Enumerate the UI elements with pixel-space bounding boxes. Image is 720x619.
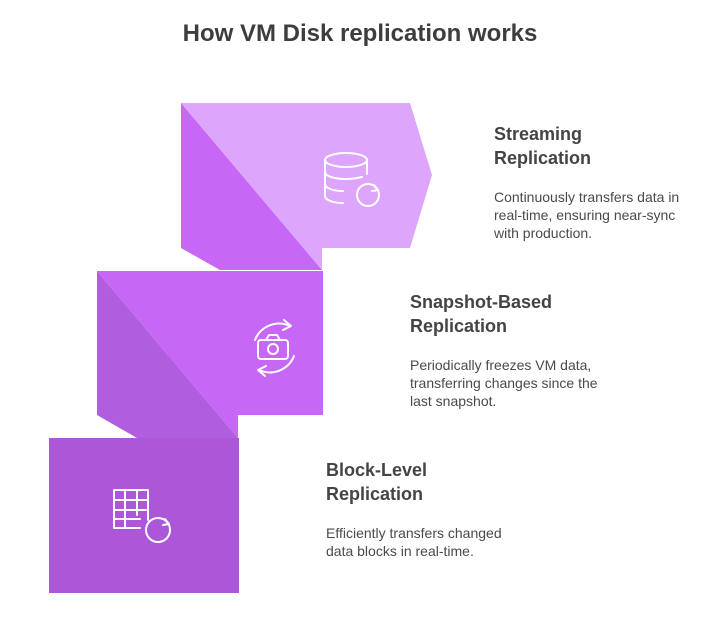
step-description: Efficiently transfers changed data block… [326,525,502,559]
camera-sync-icon [254,319,295,377]
step-description: Periodically freezes VM data, transferri… [410,357,598,409]
database-sync-icon [324,152,380,207]
step-streaming: Streaming Replication Continuously trans… [494,122,720,242]
step-title: Snapshot-Based Replication [410,292,553,336]
step1-front [181,103,432,270]
step2-front [97,271,323,438]
step-snapshot: Snapshot-Based Replication Periodically … [410,290,670,410]
step-title: Streaming Replication [494,124,592,168]
step-title: Block-Level Replication [326,460,428,504]
step-description: Continuously transfers data in real-time… [494,189,680,241]
step-block-level: Block-Level Replication Efficiently tran… [326,458,586,560]
diagram-title: How VM Disk replication works [182,20,538,47]
table-sync-icon [113,489,171,543]
step3-front [49,438,239,593]
